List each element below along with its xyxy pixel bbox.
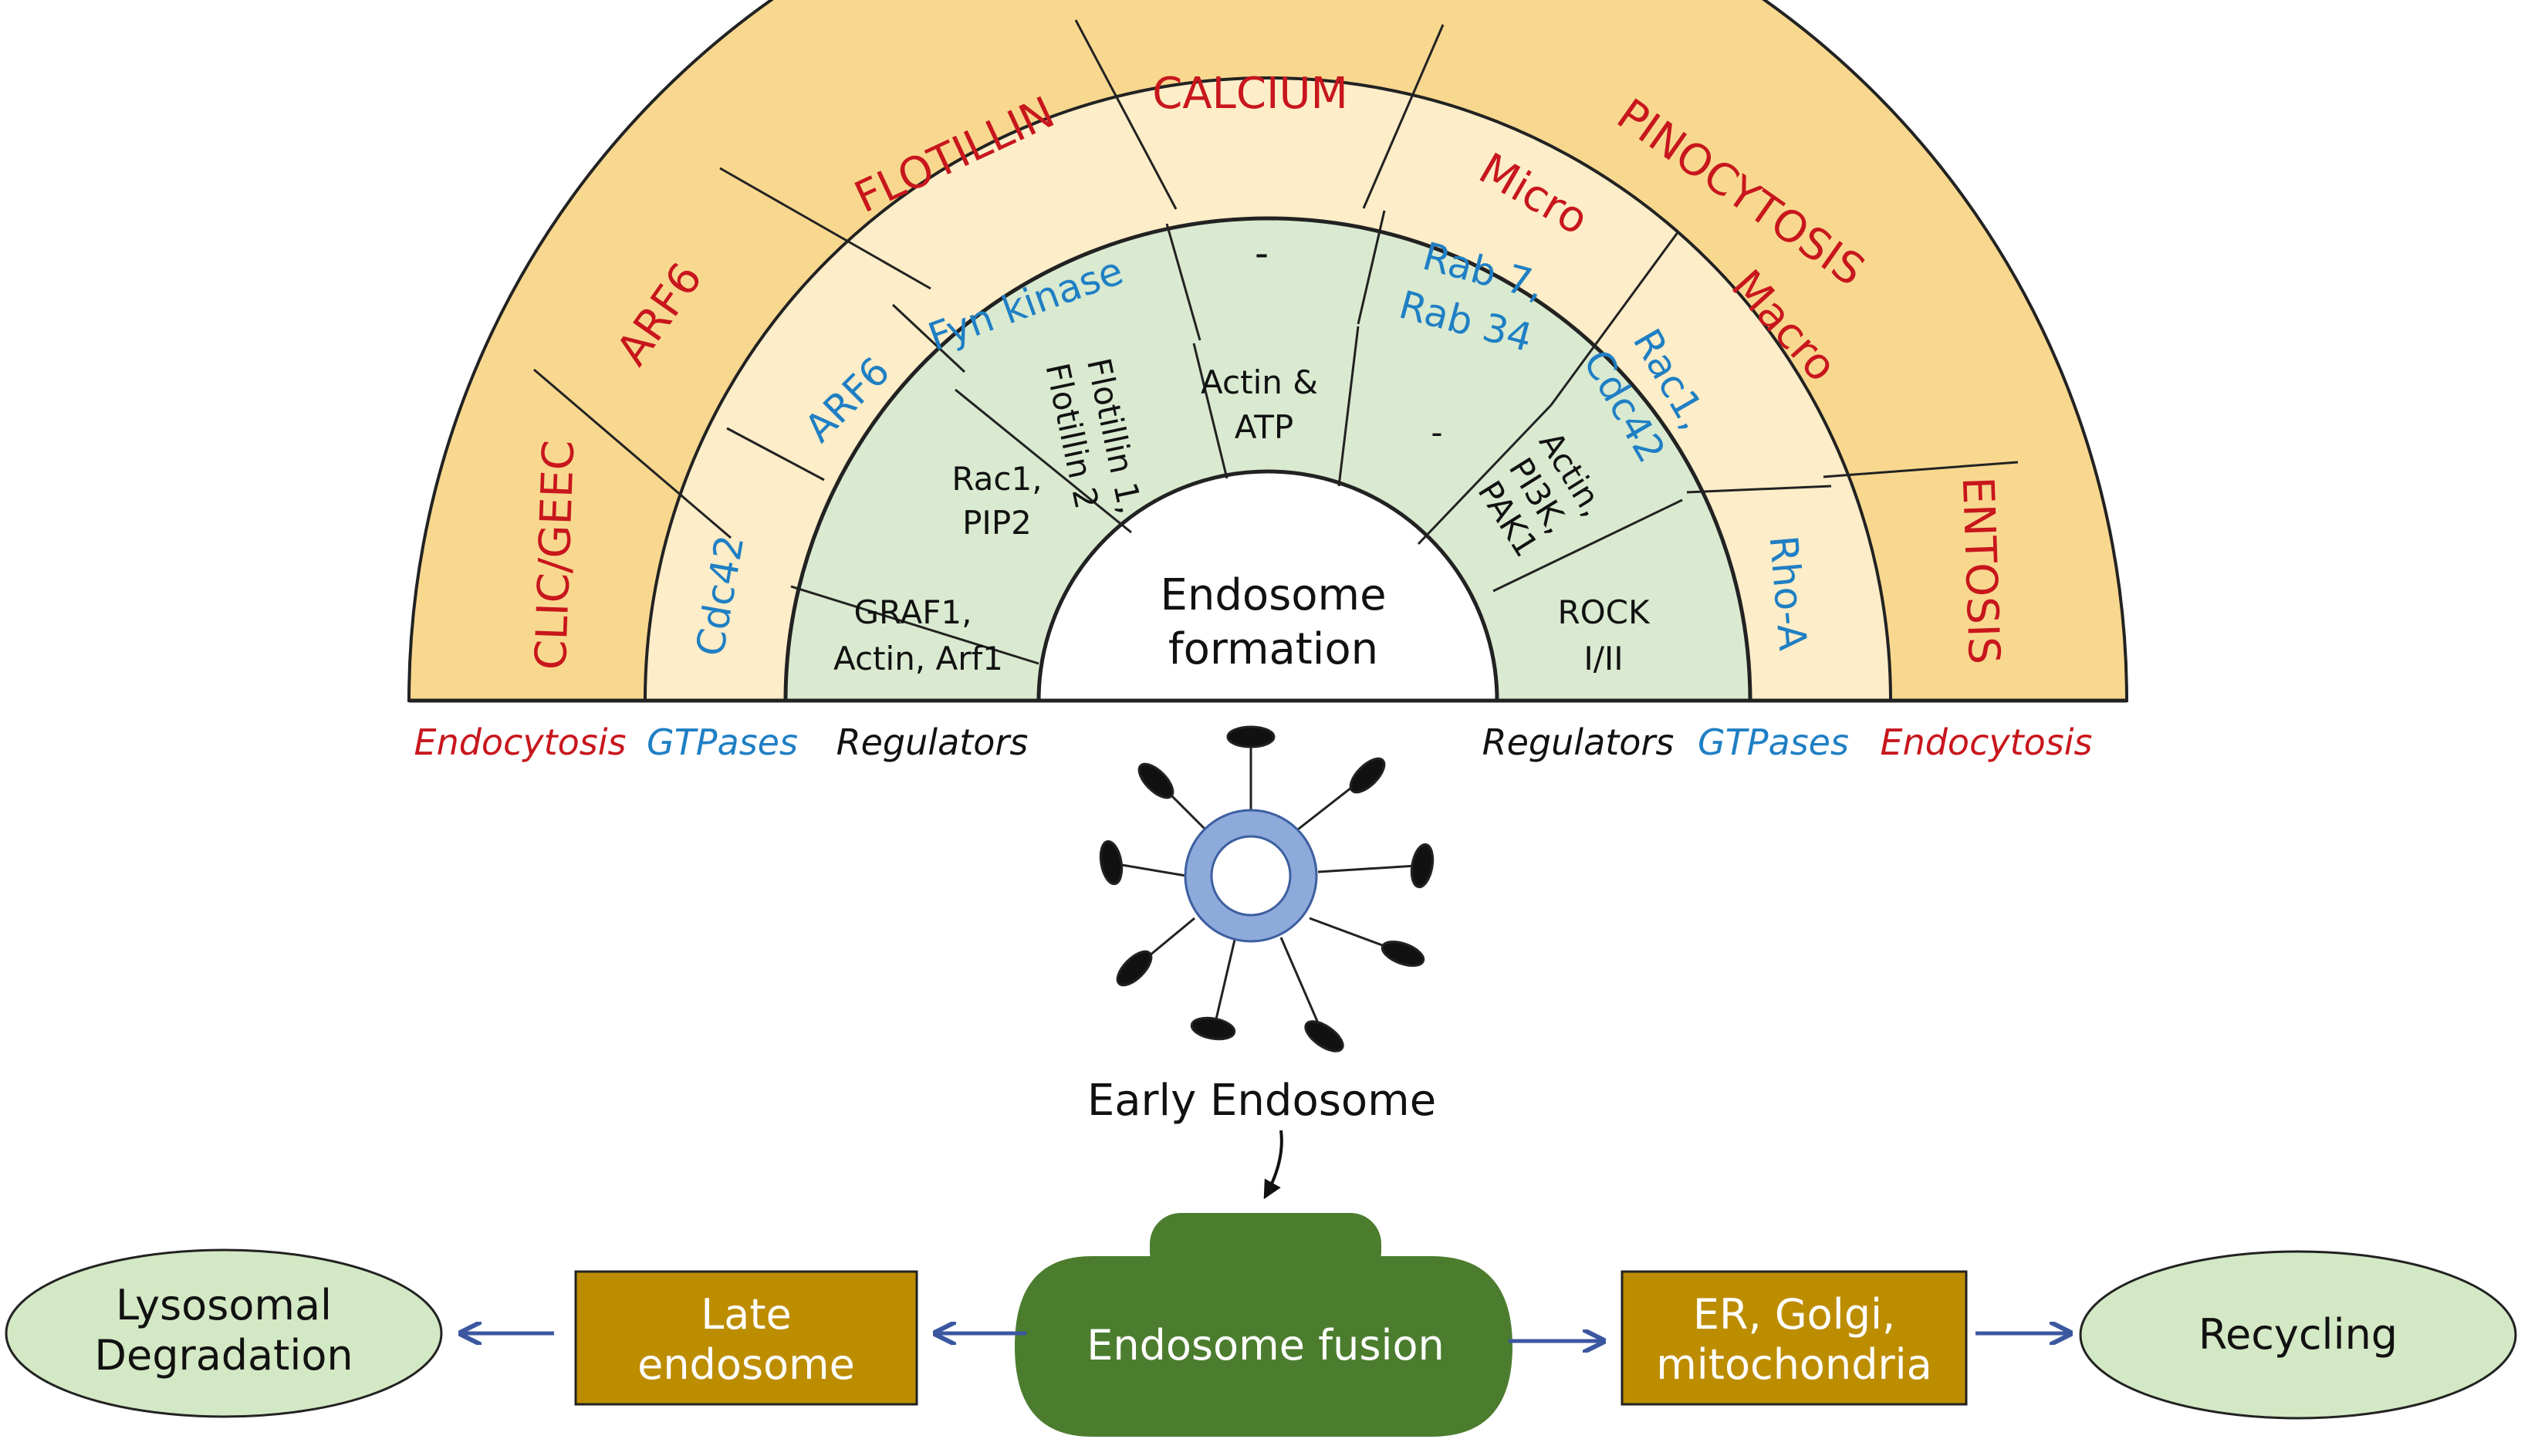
- fusion-shape-body: [1015, 1256, 1512, 1437]
- gtpase-label-none: -: [1255, 231, 1269, 275]
- er-golgi-line2: mitochondria: [1656, 1340, 1932, 1389]
- regulator-graf1-line2: Actin, Arf1: [833, 640, 1003, 677]
- endosome-fusion: Endosome fusion: [1015, 1213, 1512, 1437]
- baseline-labels: Endocytosis GTPases Regulators Regulator…: [414, 721, 2093, 763]
- regulator-actin-atp-line2: ATP: [1235, 408, 1293, 446]
- regulator-rock-line2: I/II: [1583, 640, 1623, 677]
- fusion-label: Endosome fusion: [1087, 1321, 1444, 1370]
- center-label-line1: Endosome: [1160, 570, 1386, 620]
- regulator-rac1-line2: PIP2: [962, 504, 1032, 542]
- core-semicircle: [1036, 469, 1499, 703]
- semicircle-rings: [407, 0, 2129, 703]
- baseline-left-regulators: Regulators: [836, 721, 1029, 763]
- outer-label-clic-geec: CLIC/GEEC: [526, 439, 584, 671]
- baseline-left-gtpases: GTPases: [647, 721, 798, 763]
- outer-label-calcium: CALCIUM: [1152, 69, 1348, 119]
- baseline-right-regulators: Regulators: [1482, 721, 1675, 763]
- baseline-right-gtpases: GTPases: [1698, 721, 1849, 763]
- regulator-none: -: [1431, 414, 1442, 451]
- early-endosome-label: Early Endosome: [1087, 1076, 1436, 1126]
- recycling-label: Recycling: [2198, 1310, 2398, 1359]
- vesicle-spikes: [1099, 725, 1435, 1052]
- recycling-ellipse: [2079, 1250, 2517, 1420]
- late-endosome-line1: Late: [701, 1290, 792, 1339]
- inner-ring: [783, 216, 1752, 703]
- gtpase-label-rho-a: Rho-A: [1761, 534, 1816, 653]
- baseline-left-endocytosis: Endocytosis: [414, 721, 627, 763]
- outer-label-entosis: ENTOSIS: [1952, 476, 2009, 665]
- center-label: Endosome formation: [1160, 570, 1386, 674]
- ring-dividers: [409, 19, 2019, 702]
- vesicle-membrane: [1185, 810, 1316, 941]
- lysosomal-line1: Lysosomal: [116, 1281, 332, 1329]
- regulator-rock-line1: ROCK: [1557, 593, 1651, 631]
- regulator-graf1-line1: GRAF1,: [854, 593, 972, 631]
- early-to-fusion-arrow: [1263, 1130, 1283, 1200]
- left-branch: Late endosome Lysosomal Degradation: [5, 1248, 1026, 1418]
- late-endosome-line2: endosome: [637, 1340, 855, 1389]
- right-branch: ER, Golgi, mitochondria Recycling: [1509, 1250, 2517, 1420]
- er-golgi-box: [1621, 1270, 1968, 1406]
- inner-ring-labels: GRAF1, Actin, Arf1 Rac1, PIP2 Flotillin …: [833, 355, 1651, 677]
- regulator-actin-atp-line1: Actin &: [1201, 363, 1318, 401]
- lysosomal-line2: Degradation: [94, 1331, 353, 1380]
- lysosomal-degradation-ellipse: [5, 1248, 443, 1418]
- regulator-rac1-line1: Rac1,: [951, 460, 1042, 498]
- late-endosome-box: [574, 1270, 918, 1406]
- early-endosome-vesicle: [1099, 725, 1435, 1052]
- baseline-right-endocytosis: Endocytosis: [1881, 721, 2093, 763]
- er-golgi-line1: ER, Golgi,: [1693, 1290, 1895, 1339]
- center-label-line2: formation: [1168, 624, 1378, 674]
